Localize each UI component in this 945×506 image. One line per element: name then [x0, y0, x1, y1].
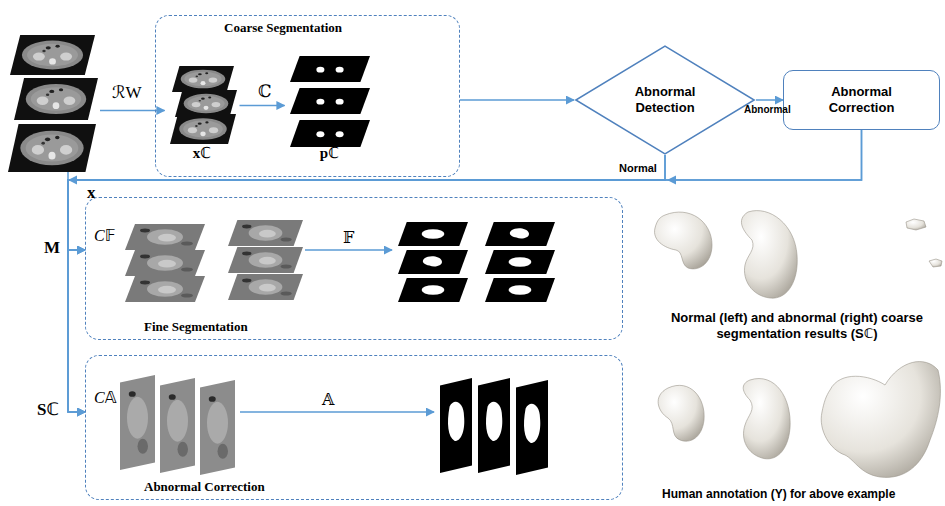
stack-label: xℂ: [193, 144, 212, 162]
connector-arrow: [756, 99, 783, 101]
decision-diamond: Abnormal Detection: [574, 45, 756, 155]
math-label: Sℂ: [37, 401, 59, 420]
input-ct-stack: x: [5, 30, 100, 203]
connector-arrow: [68, 155, 665, 412]
dashed-group-box: Fine Segmentation: [85, 197, 623, 340]
decision-text: Abnormal Detection: [623, 84, 707, 115]
connector-arrow: [68, 130, 862, 250]
connector-arrow: [68, 130, 862, 412]
math-label: 𝔸: [322, 390, 334, 410]
math-label: ℂ: [258, 83, 272, 102]
group-title: Abnormal Correction: [144, 479, 265, 495]
mask-stack: pℂ: [285, 50, 375, 162]
image-stack: xℂ: [165, 60, 240, 162]
edge-label: Normal: [619, 162, 657, 174]
stack-label: x: [87, 183, 96, 203]
dashed-group-box: Abnormal Correction: [85, 355, 623, 500]
edge-label: Abnormal: [744, 104, 791, 115]
connector-arrow: [460, 99, 574, 101]
math-label: C𝔸: [94, 388, 117, 408]
connector-arrow: [68, 155, 665, 250]
math-label: ℛW: [112, 84, 142, 103]
group-title: Coarse Segmentation: [224, 20, 459, 36]
math-label: M: [44, 239, 60, 258]
math-label: 𝔽: [343, 228, 354, 248]
dashed-group-box: Coarse Segmentation xℂ pℂ: [155, 15, 460, 177]
process-text: Abnormal Correction: [806, 84, 918, 115]
stack-label: pℂ: [320, 144, 339, 162]
connector-arrow: [68, 203, 85, 412]
diamond-shape: [576, 46, 754, 154]
connector-arrow: [68, 203, 85, 250]
figure-caption: Normal (left) and abnormal (right) coars…: [663, 310, 931, 343]
math-label: C𝔽: [94, 226, 115, 246]
connector-arrow: [240, 105, 285, 107]
figure-caption: Human annotation (Y) for above example: [662, 487, 895, 502]
process-box: Abnormal Correction: [783, 70, 940, 130]
group-title: Fine Segmentation: [144, 319, 248, 335]
